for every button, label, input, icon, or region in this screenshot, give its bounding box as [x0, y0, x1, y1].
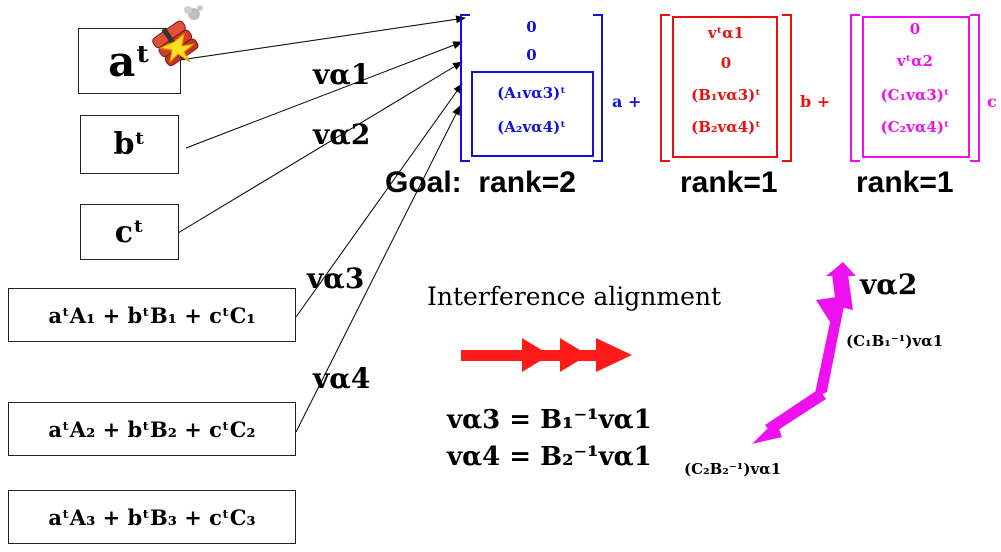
blue-entry-4: (A₂vα4)ᵗ — [497, 118, 566, 136]
red-entry-3: (B₁vα3)ᵗ — [691, 86, 761, 104]
arrow-row1-to-matrix — [295, 83, 463, 318]
source-c-label: cᵗ — [114, 214, 145, 250]
magenta-coefficient: c — [987, 92, 997, 111]
blue-entry-3: (A₁vα3)ᵗ — [497, 84, 566, 102]
magenta-entry-4: (C₂vα4)ᵗ — [880, 118, 950, 136]
vector-label-4: vα4 — [313, 362, 371, 395]
magenta-entry-2: vᵗα2 — [896, 52, 934, 70]
red-entry-2: 0 — [720, 54, 732, 72]
red-rank-label: rank=1 — [680, 166, 778, 199]
magenta-matrix: 0 vᵗα2 (C₁vα3)ᵗ (C₂vα4)ᵗ — [850, 14, 980, 162]
red-coefficient: b + — [800, 92, 831, 111]
source-b-box: bᵗ — [80, 115, 179, 174]
source-c-box: cᵗ — [80, 204, 179, 260]
interference-alignment-title: Interference alignment — [427, 282, 722, 311]
arrow-a-to-matrix — [179, 15, 466, 61]
interference-arrow-icon — [461, 338, 632, 372]
red-entry-1: vᵗα1 — [707, 24, 745, 42]
magenta-entry-3: (C₁vα3)ᵗ — [880, 86, 950, 104]
blue-entry-2: 0 — [526, 46, 537, 64]
alignment-vector-diagram — [752, 262, 856, 444]
red-matrix: vᵗα1 0 (B₁vα3)ᵗ (B₂vα4)ᵗ — [660, 14, 792, 162]
source-row2-box: aᵗA₂ + bᵗB₂ + cᵗC₂ — [8, 402, 296, 456]
goal-rank-heading: Goal: rank=2 — [385, 166, 576, 199]
magenta-entry-1: 0 — [909, 20, 921, 38]
source-a-label: aᵗ — [108, 36, 151, 86]
source-row3-label: aᵗA₃ + bᵗB₃ + cᵗC₃ — [48, 504, 256, 530]
source-row1-box: aᵗA₁ + bᵗB₁ + cᵗC₁ — [8, 288, 296, 342]
source-row1-label: aᵗA₁ + bᵗB₁ + cᵗC₁ — [48, 302, 256, 328]
vector-label-2: vα2 — [313, 118, 371, 151]
alignment-equation-1: vα3 = B₁⁻¹vα1 — [447, 405, 652, 435]
red-entry-4: (B₂vα4)ᵗ — [691, 118, 761, 136]
source-row3-box: aᵗA₃ + bᵗB₃ + cᵗC₃ — [8, 490, 296, 544]
source-row2-label: aᵗA₂ + bᵗB₂ + cᵗC₂ — [48, 416, 256, 442]
diagram-label-top: vα2 — [860, 268, 918, 301]
blue-coefficient: a + — [612, 92, 642, 111]
vector-label-3: vα3 — [307, 262, 365, 295]
diagram-label-mid: (C₁B₁⁻¹)vα1 — [846, 332, 944, 350]
magenta-rank-label: rank=1 — [856, 166, 954, 199]
dynamite-explosion-icon — [152, 5, 203, 67]
arrow-row2-to-matrix — [295, 105, 461, 433]
vector-label-1: vα1 — [313, 58, 371, 91]
source-b-label: bᵗ — [113, 127, 146, 162]
blue-entry-1: 0 — [526, 18, 537, 36]
blue-matrix: 0 0 (A₁vα3)ᵗ (A₂vα4)ᵗ — [460, 14, 603, 162]
diagram-label-bottom: (C₂B₂⁻¹)vα1 — [684, 460, 782, 478]
arrow-b-to-matrix — [185, 41, 463, 149]
arrow-c-to-matrix — [177, 61, 463, 234]
alignment-equation-2: vα4 = B₂⁻¹vα1 — [447, 442, 652, 472]
